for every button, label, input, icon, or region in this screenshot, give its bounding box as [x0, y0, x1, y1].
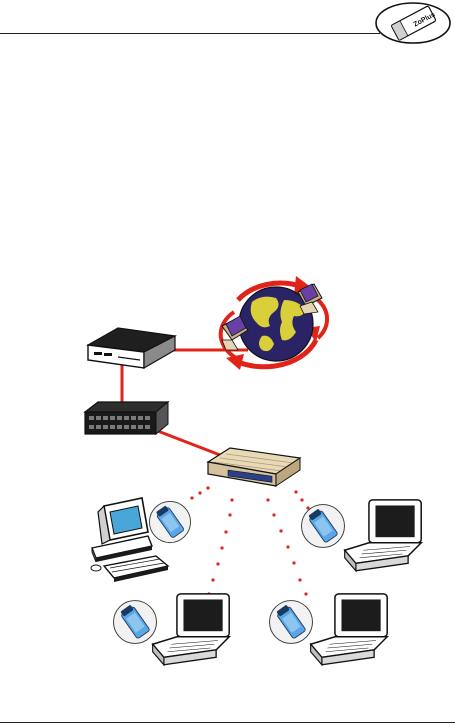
wireless-links [190, 486, 309, 595]
wireless-to-laptop-right [294, 490, 309, 509]
wireless-card-icon [270, 601, 313, 644]
link-switch-ap [150, 428, 220, 455]
wireless-access-point-icon [208, 448, 300, 486]
laptop-bottom-right-icon [311, 594, 388, 665]
laptop-bottom-left-icon [153, 594, 230, 665]
wireless-card-icon [302, 505, 345, 548]
wireless-to-laptop-bottom-left [207, 498, 233, 595]
network-switch-icon [85, 402, 168, 434]
wireless-to-desktop [190, 486, 209, 499]
wireless-to-laptop-bottom-right [266, 498, 307, 595]
wireless-card-icon [114, 601, 157, 644]
laptop-right-icon [345, 500, 422, 571]
wireless-card-icon [149, 501, 190, 542]
internet-globe-icon [221, 276, 327, 370]
broadband-modem-icon [88, 328, 175, 368]
header-badge: ZoPlus [376, 3, 450, 43]
